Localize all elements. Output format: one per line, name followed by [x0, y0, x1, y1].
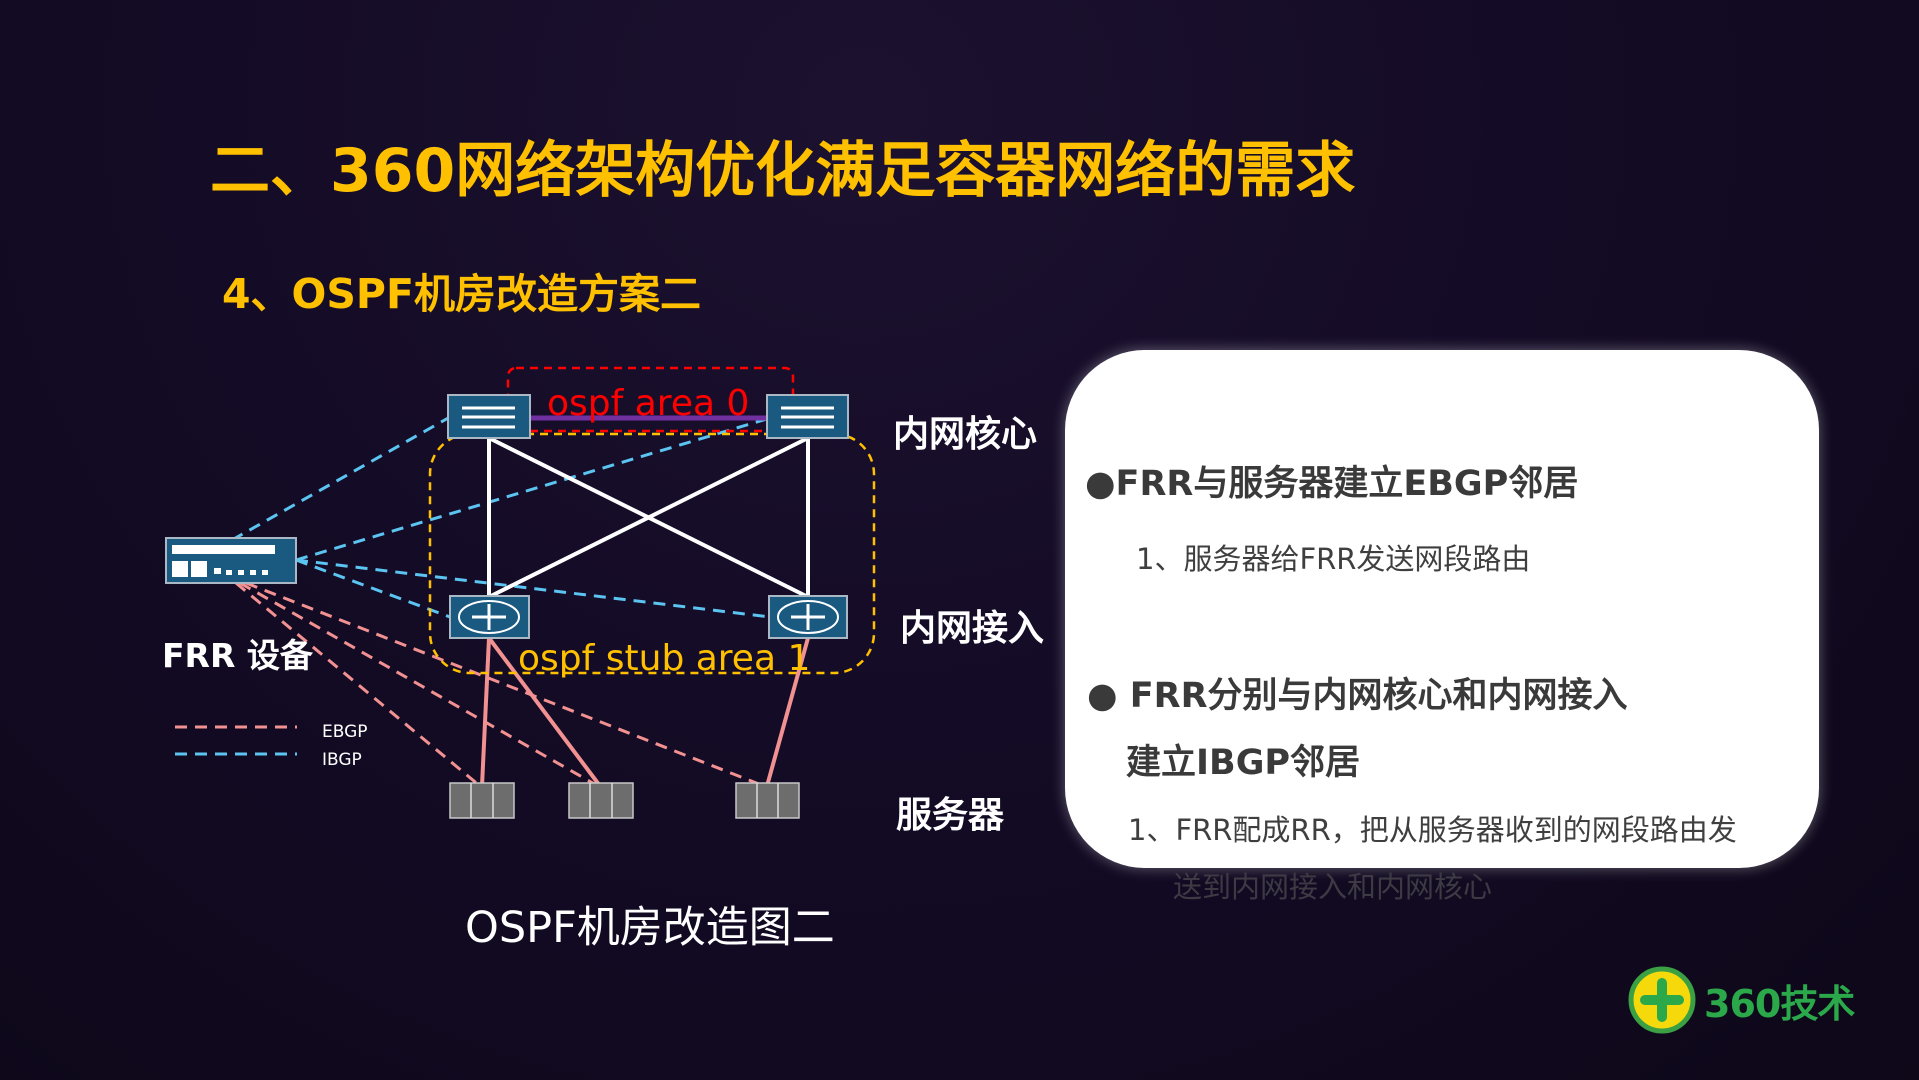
- bullet-2-sub: 1、FRR配成RR，把从服务器收到的网段路由发: [1128, 813, 1737, 847]
- server-links: [480, 636, 810, 788]
- area0-label: ospf area 0: [547, 383, 750, 424]
- diagram-caption: OSPF机房改造图二: [465, 903, 835, 953]
- frr-device: [165, 537, 297, 584]
- frr-label: FRR 设备: [162, 636, 313, 675]
- legend-ebgp-label: EBGP: [322, 722, 368, 742]
- core-label: 内网核心: [893, 414, 1038, 455]
- core-switch-right: [766, 394, 849, 439]
- switch-arrows-icon: [462, 406, 515, 429]
- server-2: [568, 782, 634, 819]
- server-1: [449, 782, 515, 819]
- router-icon: [777, 600, 839, 634]
- server-3: [735, 782, 800, 819]
- 360-plus-icon: [1628, 966, 1696, 1034]
- ospf-links: [487, 436, 810, 599]
- ebgp-links: [235, 581, 765, 788]
- core-switch-left: [447, 394, 531, 439]
- bullet-2-sub-overflow: 送到内网接入和内网核心: [1173, 870, 1493, 904]
- ibgp-links: [231, 415, 771, 619]
- router-icon: [458, 600, 520, 634]
- bullet-2-line-2: 建立IBGP邻居: [1126, 743, 1361, 783]
- brand-logo: 360技术: [1628, 965, 1855, 1035]
- legend-ibgp-label: IBGP: [322, 750, 362, 770]
- bullet-1-sub: 1、服务器给FRR发送网段路由: [1136, 542, 1531, 576]
- stub-area-label: ospf stub area 1: [518, 638, 811, 679]
- servers: [449, 782, 800, 819]
- slide-subtitle: 4、OSPF机房改造方案二: [222, 270, 701, 318]
- bullet-2-line-1: ● FRR分别与内网核心和内网接入: [1087, 676, 1628, 716]
- server-label: 服务器: [896, 795, 1005, 836]
- access-router-left: [449, 595, 530, 639]
- notes-card: [1065, 350, 1819, 868]
- access-label: 内网接入: [900, 608, 1045, 649]
- stub-area-boundary: [428, 432, 876, 675]
- logo-text: 360技术: [1704, 981, 1855, 1026]
- switch-arrows-icon: [781, 406, 834, 429]
- access-router-right: [768, 595, 848, 639]
- slide-title: 二、360网络架构优化满足容器网络的需求: [210, 136, 1356, 206]
- bullet-1: ●FRR与服务器建立EBGP邻居: [1085, 464, 1579, 504]
